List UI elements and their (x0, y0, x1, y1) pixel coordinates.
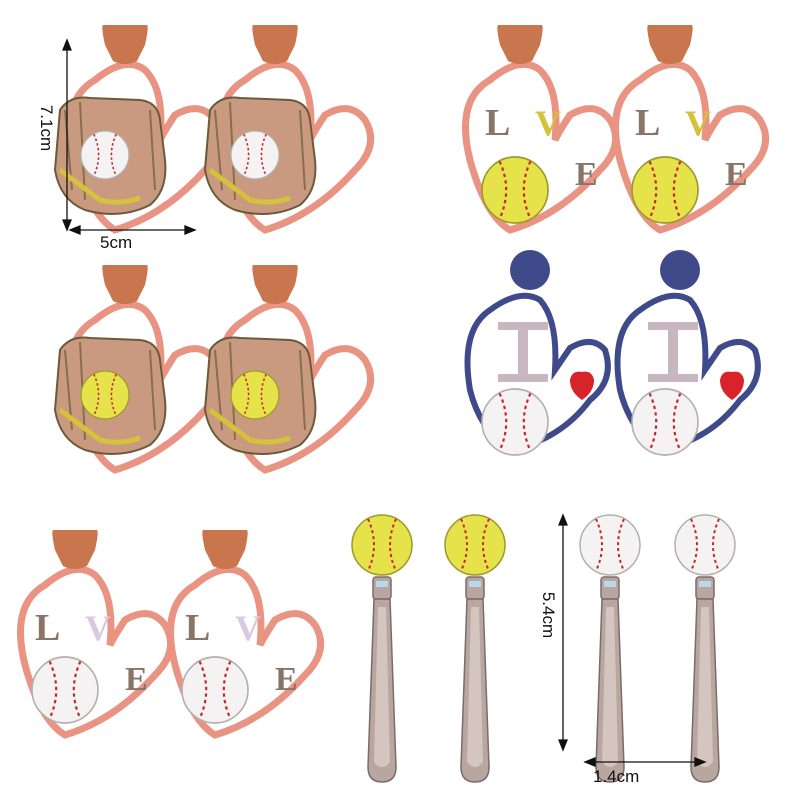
earring-glove-softball-left (55, 265, 221, 470)
svg-text:L: L (485, 102, 510, 144)
earring-love-softball-left: L V E (466, 25, 616, 230)
svg-text:L: L (35, 607, 60, 649)
svg-text:V: V (685, 103, 711, 143)
width-label-2: 1.4cm (593, 767, 640, 786)
svg-text:V: V (235, 608, 261, 648)
svg-text:V: V (85, 608, 111, 648)
earring-i-love-baseball-left (464, 250, 611, 457)
earring-love-baseball-left: L V E (21, 530, 171, 735)
earring-glove-softball-right (205, 265, 371, 470)
earring-i-love-baseball-right (614, 250, 761, 457)
svg-text:E: E (275, 661, 298, 698)
svg-text:L: L (185, 607, 210, 649)
height-label-2: 5.4cm (539, 591, 559, 639)
earring-glove-baseball-right (205, 25, 371, 230)
svg-text:E: E (125, 661, 148, 698)
dimension-lines (62, 38, 707, 767)
earring-bat-baseball-right (674, 514, 736, 783)
svg-text:E: E (725, 156, 748, 193)
earring-bat-softball-right (444, 514, 506, 783)
earring-bat-baseball-left (579, 514, 641, 783)
svg-text:V: V (535, 103, 561, 143)
width-label-1: 5cm (100, 233, 133, 252)
earring-bat-softball-left (351, 514, 413, 783)
earring-love-softball-right: L V E (616, 25, 766, 230)
earring-glove-baseball-left (55, 25, 221, 230)
svg-text:L: L (635, 102, 660, 144)
svg-text:E: E (575, 156, 598, 193)
earring-love-baseball-right: L V E (171, 530, 321, 735)
height-label-1: 7.1cm (37, 104, 57, 152)
